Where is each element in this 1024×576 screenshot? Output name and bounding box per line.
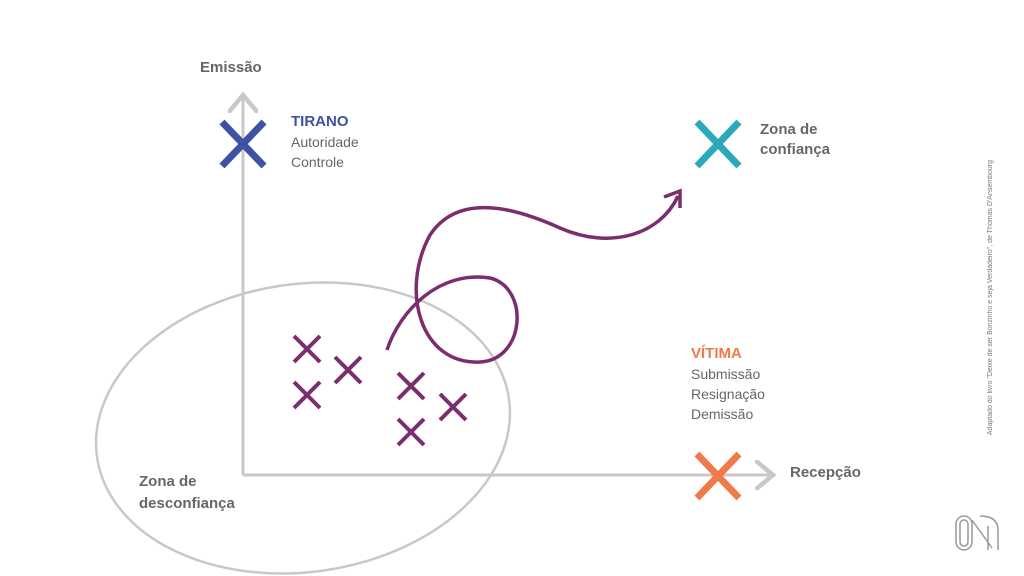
vitima-line: Demissão (691, 406, 754, 422)
vitima-line: Resignação (691, 386, 765, 402)
cluster-x-icon (333, 355, 363, 385)
vitima-line: Submissão (691, 366, 761, 382)
tirano-block: TIRANO Autoridade Controle (291, 112, 359, 172)
vitima-title: VÍTIMA (691, 345, 742, 362)
vitima-block: VÍTIMA Submissão Resignação Demissão (691, 344, 765, 424)
credit-text: Adaptado do livro "Deixe de ser Bonzinho… (987, 160, 994, 436)
cluster-x-icon (438, 392, 468, 422)
curve-arrowhead (663, 188, 682, 208)
cluster-x-icon (292, 380, 322, 410)
tirano-line: Controle (291, 154, 344, 170)
label-line: confiança (760, 141, 831, 158)
distrust-zone-ellipse (94, 281, 512, 575)
label-line: Zona de (139, 473, 197, 490)
tirano-line: Autoridade (291, 134, 359, 150)
tirano-title: TIRANO (291, 113, 349, 130)
cluster-x-icon (396, 417, 426, 447)
zona-confianca-label: Zona de confiança (760, 120, 830, 160)
confianca-x-icon (694, 119, 742, 169)
cluster-x-icon (396, 371, 426, 401)
x-axis-label: Recepção (790, 464, 861, 481)
zona-desconfianca-label: Zona de desconfiança (139, 471, 235, 515)
label-line: Zona de (760, 121, 818, 138)
vitima-x-icon (694, 451, 742, 501)
label-line: desconfiança (139, 495, 235, 512)
tirano-x-icon (219, 119, 267, 169)
logo (955, 515, 999, 551)
y-axis-label: Emissão (200, 59, 262, 76)
growth-curve-arrow (385, 195, 680, 364)
cluster-x-icon (292, 334, 322, 364)
